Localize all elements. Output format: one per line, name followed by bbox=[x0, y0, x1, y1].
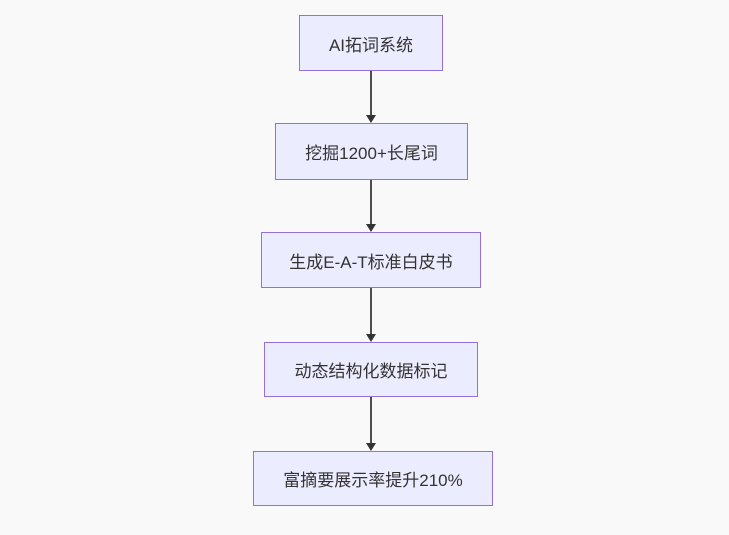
arrow-down-icon bbox=[366, 224, 376, 232]
arrow-down-icon bbox=[366, 443, 376, 451]
arrow-line bbox=[370, 397, 372, 444]
flow-node-mine-longtail-keywords: 挖掘1200+长尾词 bbox=[275, 123, 468, 180]
flow-arrow-3 bbox=[366, 288, 376, 342]
flow-node-label: 挖掘1200+长尾词 bbox=[305, 144, 438, 163]
flow-node-generate-eat-whitepaper: 生成E-A-T标准白皮书 bbox=[261, 232, 481, 288]
flow-node-rich-snippet-rate-increase: 富摘要展示率提升210% bbox=[253, 451, 493, 506]
flow-node-ai-word-expansion-system: AI拓词系统 bbox=[299, 15, 443, 71]
flow-node-label: 富摘要展示率提升210% bbox=[283, 471, 463, 490]
flow-arrow-2 bbox=[366, 180, 376, 232]
arrow-down-icon bbox=[366, 334, 376, 342]
arrow-down-icon bbox=[366, 115, 376, 123]
arrow-line bbox=[370, 288, 372, 335]
flow-arrow-4 bbox=[366, 397, 376, 451]
arrow-line bbox=[370, 71, 372, 116]
flow-node-label: 动态结构化数据标记 bbox=[294, 362, 448, 381]
flow-node-dynamic-structured-data-markup: 动态结构化数据标记 bbox=[264, 342, 478, 397]
flow-node-label: 生成E-A-T标准白皮书 bbox=[289, 252, 453, 272]
flow-arrow-1 bbox=[366, 71, 376, 123]
arrow-line bbox=[370, 180, 372, 225]
flow-node-label: AI拓词系统 bbox=[328, 35, 414, 55]
